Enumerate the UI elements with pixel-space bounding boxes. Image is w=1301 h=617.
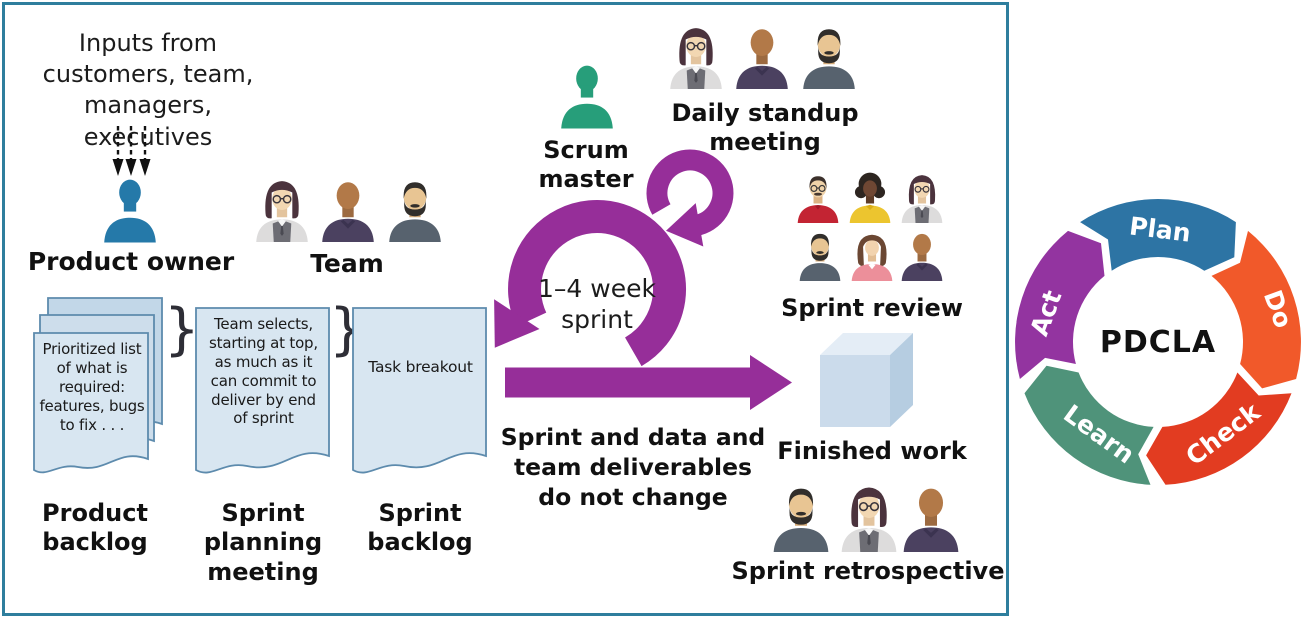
team-label: Team xyxy=(310,249,384,278)
dashed-arrow-icon xyxy=(139,126,151,176)
retro-bald-man-avatar xyxy=(896,482,966,552)
review-woman-glasses-avatar xyxy=(896,171,948,223)
product-owner-label: Product owner xyxy=(27,247,235,276)
finished-work-label: Finished work xyxy=(777,437,967,465)
pdcla-center-label: PDCLA xyxy=(1100,325,1216,360)
team-member-woman-glasses-avatar xyxy=(249,176,315,242)
sprint-backlog-label: Sprint backlog xyxy=(367,499,473,557)
sprint-review-label: Sprint review xyxy=(781,294,963,322)
dashed-arrow-icon xyxy=(112,126,124,176)
brace-glyph: } xyxy=(164,297,200,362)
sprint-retrospective-label: Sprint retrospective xyxy=(731,557,1005,585)
review-woman-pink-shirt-avatar xyxy=(846,229,898,281)
retro-bearded-man-avatar xyxy=(766,482,836,552)
product-backlog-documents-icon xyxy=(33,297,163,474)
review-woman-yellow-shirt-avatar xyxy=(844,171,896,223)
standup-bearded-man-avatar xyxy=(796,23,862,89)
pdcla-learn-segment xyxy=(1024,365,1154,485)
scrum-master-label: Scrum master xyxy=(538,136,634,194)
pdcla-cycle: Plan Do Check Learn Act PDCLA xyxy=(1015,199,1301,485)
pdcla-plan-segment xyxy=(1080,199,1236,271)
review-man-red-shirt-avatar xyxy=(792,171,844,223)
inputs-note: Inputs from customers, team, managers, e… xyxy=(42,29,254,151)
standup-bald-man-avatar xyxy=(729,23,795,89)
team-member-bearded-man-avatar xyxy=(382,176,448,242)
sprint-loop-label: 1–4 week sprint xyxy=(538,274,656,334)
finished-work-cube-icon xyxy=(820,333,913,427)
pdcla-do-segment xyxy=(1211,230,1301,389)
dashed-arrow-icon xyxy=(125,126,137,176)
product-owner-silhouette-icon xyxy=(97,176,163,243)
sprint-backlog-document-icon xyxy=(352,307,487,474)
pdcla-check-segment xyxy=(1146,372,1292,485)
product-backlog-label: Product backlog xyxy=(42,499,148,557)
sprint-backlog-doc-text: Task breakout xyxy=(368,358,473,376)
retro-woman-glasses-avatar xyxy=(834,482,904,552)
sprint-planning-doc-text: Team selects, starting at top, as much a… xyxy=(209,315,318,428)
sprint-loop-arrow-icon xyxy=(494,149,792,410)
scrum-master-silhouette-icon xyxy=(554,62,620,129)
daily-standup-label: Daily standup meeting xyxy=(671,99,859,157)
sprint-planning-document-icon xyxy=(195,307,330,474)
team-member-bald-man-avatar xyxy=(315,176,381,242)
product-backlog-doc-text: Prioritized list of what is required: fe… xyxy=(39,340,145,434)
pdcla-act-segment xyxy=(1015,230,1105,380)
sprint-planning-label: Sprint planning meeting xyxy=(203,499,323,586)
review-bald-man-avatar xyxy=(896,229,948,281)
no-change-note: Sprint and data and team deliverables do… xyxy=(500,423,766,512)
standup-woman-glasses-avatar xyxy=(663,23,729,89)
review-bearded-man-avatar xyxy=(794,229,846,281)
